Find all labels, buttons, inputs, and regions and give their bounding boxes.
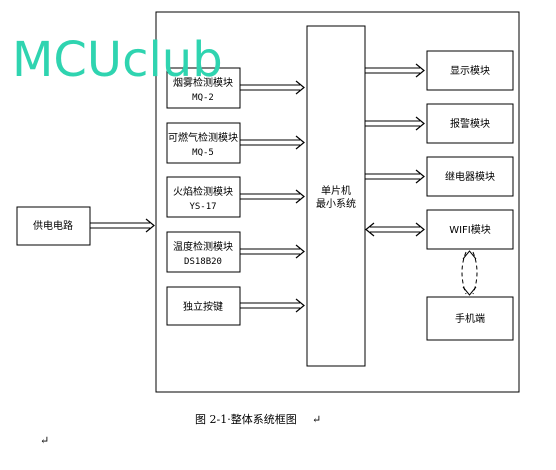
- gas-sensor-label: 可燃气检测模块: [168, 131, 238, 144]
- temp-sensor-label: 温度检测模块: [173, 240, 233, 253]
- smoke-sensor-model: MQ-2: [192, 93, 214, 103]
- watermark: MCUclub: [12, 32, 223, 88]
- gas-sensor-model: MQ-5: [192, 148, 214, 158]
- power-block: [16, 206, 91, 246]
- temp-sensor-model: DS18B20: [184, 257, 222, 267]
- output-arrow-relay: [365, 169, 425, 184]
- power-arrow: [90, 218, 155, 233]
- button-block: [166, 286, 241, 326]
- smoke-sensor-label: 烟雾检测模块: [173, 76, 233, 89]
- display-label: 显示模块: [450, 65, 490, 77]
- relay-label: 继电器模块: [445, 170, 495, 183]
- temp-sensor-block: [166, 231, 241, 273]
- wifi-label: WIFI模块: [449, 224, 491, 236]
- paragraph-mark-icon: ↵: [40, 434, 49, 447]
- mcu-label-line1: 单片机: [321, 184, 351, 197]
- alarm-block: [426, 103, 514, 144]
- figure-caption: 图 2-1·整体系统框图: [195, 412, 297, 426]
- output-arrow-display: [365, 63, 425, 78]
- input-arrow-temp: [240, 244, 305, 259]
- button-label: 独立按键: [183, 300, 223, 313]
- mcu-block: [306, 25, 366, 367]
- input-arrow-flame: [240, 189, 305, 204]
- output-arrow-alarm: [365, 116, 425, 131]
- flame-sensor-model: YS-17: [189, 202, 216, 212]
- wireless-link: [461, 250, 478, 296]
- alarm-label: 报警模块: [450, 117, 490, 130]
- input-arrow-button: [240, 298, 305, 313]
- phone-block: [426, 296, 514, 341]
- relay-block: [426, 156, 514, 197]
- input-arrow-smoke: [240, 80, 305, 95]
- gas-sensor-block: [166, 122, 241, 164]
- power-label: 供电电路: [33, 219, 73, 232]
- input-arrow-gas: [240, 135, 305, 150]
- mcu-label-line2: 最小系统: [316, 197, 356, 210]
- smoke-sensor-block: [166, 67, 241, 109]
- return-mark-icon: ↵: [312, 413, 321, 426]
- flame-sensor-block: [166, 176, 241, 218]
- phone-label: 手机端: [455, 312, 485, 325]
- flame-sensor-label: 火焰检测模块: [173, 185, 233, 198]
- bidirectional-arrow-wifi: [365, 222, 425, 237]
- display-block: [426, 50, 514, 91]
- wifi-block: [426, 209, 514, 250]
